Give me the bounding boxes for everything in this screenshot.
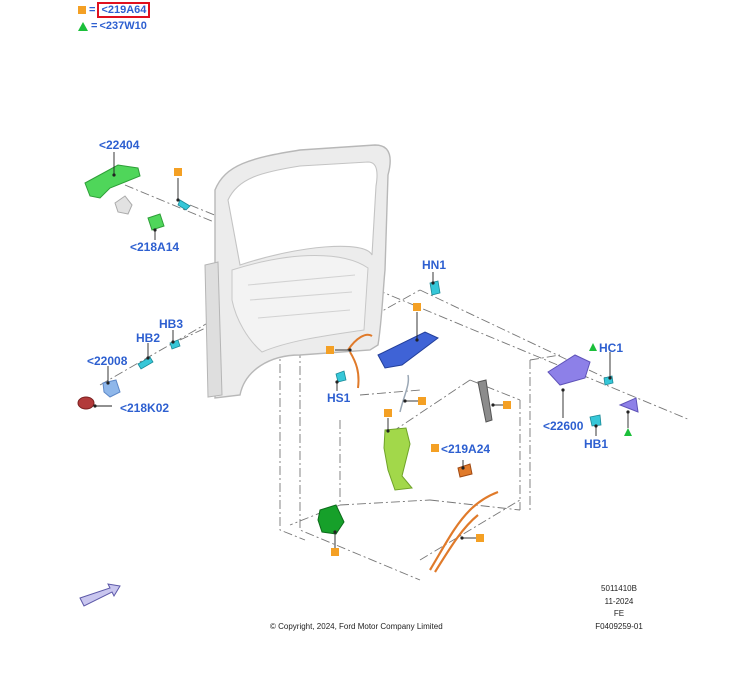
figure-date: 11-2024 xyxy=(604,597,634,606)
part-218K02[interactable] xyxy=(77,396,95,410)
callout-HB1[interactable]: HB1 xyxy=(584,437,609,451)
triangle-marker xyxy=(624,428,632,436)
green-triangle-icon xyxy=(78,21,88,31)
part-22404[interactable] xyxy=(84,164,141,199)
part-trim-purple[interactable] xyxy=(618,397,639,413)
leader-dots xyxy=(93,173,630,540)
part-handle-blue[interactable] xyxy=(377,331,439,369)
orange-square-icon xyxy=(78,6,86,14)
square-marker xyxy=(413,303,421,311)
legend-row-square: = <219A64 xyxy=(78,2,151,18)
callout-HN1[interactable]: HN1 xyxy=(422,258,447,272)
square-markers xyxy=(174,168,511,556)
triangle-marker xyxy=(589,343,597,351)
legend-row-triangle: = <237W10 xyxy=(78,19,147,33)
part-fastener-1[interactable] xyxy=(177,199,191,211)
callout-219A24[interactable]: <219A24 xyxy=(441,442,491,456)
square-marker xyxy=(476,534,484,542)
part-channel[interactable] xyxy=(477,379,493,423)
door-frame xyxy=(204,144,391,399)
square-marker xyxy=(418,397,426,405)
square-marker xyxy=(431,444,439,452)
square-marker xyxy=(384,409,392,417)
direction-arrow-icon xyxy=(79,583,121,607)
legend-code-highlighted[interactable]: <219A64 xyxy=(97,2,151,18)
part-HB2[interactable] xyxy=(137,356,154,370)
figure-code: 5011410B xyxy=(601,584,637,593)
assembly-lines xyxy=(99,184,691,581)
part-gasket[interactable] xyxy=(114,195,133,215)
legend-equals: = xyxy=(91,20,98,32)
callout-HB2[interactable]: HB2 xyxy=(136,331,161,345)
square-marker xyxy=(503,401,511,409)
legend-code[interactable]: <237W10 xyxy=(99,20,147,32)
callout-218A14[interactable]: <218A14 xyxy=(130,240,180,254)
callout-22404[interactable]: <22404 xyxy=(99,138,140,152)
part-latch[interactable] xyxy=(317,504,345,535)
callout-22008[interactable]: <22008 xyxy=(87,354,128,368)
part-cable-orange-long[interactable] xyxy=(429,490,499,573)
part-22008[interactable] xyxy=(102,379,121,398)
square-marker xyxy=(326,346,334,354)
callout-218K02[interactable]: <218K02 xyxy=(120,401,170,415)
callout-HB3[interactable]: HB3 xyxy=(159,317,184,331)
part-HC1[interactable] xyxy=(603,375,614,386)
part-cable-orange-small[interactable] xyxy=(347,333,373,389)
legend-equals: = xyxy=(89,4,96,16)
part-rod[interactable] xyxy=(399,374,410,413)
callout-HS1[interactable]: HS1 xyxy=(327,391,351,405)
part-HB3[interactable] xyxy=(169,339,181,350)
part-HS1[interactable] xyxy=(335,370,347,383)
part-lock-lime[interactable] xyxy=(383,427,413,491)
figure-number: F0409259-01 xyxy=(595,622,643,631)
callout-22600[interactable]: <22600 xyxy=(543,419,584,433)
part-219A24[interactable] xyxy=(457,463,473,478)
square-marker xyxy=(331,548,339,556)
triangle-markers xyxy=(589,343,632,436)
part-22600[interactable] xyxy=(547,354,591,386)
square-marker xyxy=(174,168,182,176)
copyright: © Copyright, 2024, Ford Motor Company Li… xyxy=(270,622,443,631)
figure-fe: FE xyxy=(613,609,625,618)
callout-HC1[interactable]: HC1 xyxy=(599,341,624,355)
part-HB1[interactable] xyxy=(589,414,602,427)
part-218A14[interactable] xyxy=(147,213,165,231)
